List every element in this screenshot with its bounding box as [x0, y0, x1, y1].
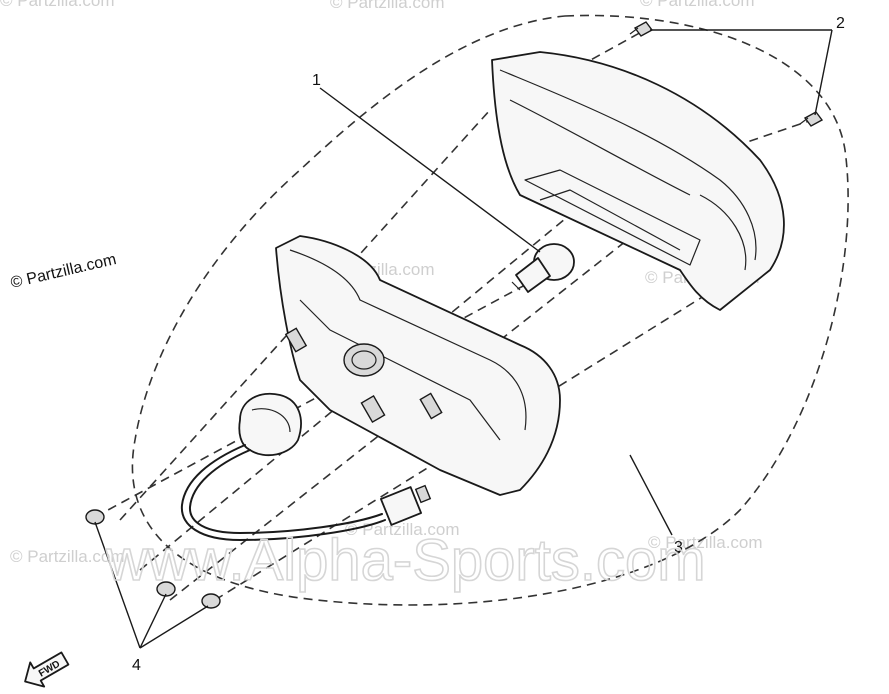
- watermark-partzilla-faint-bottom-right: © Partzilla.com: [648, 533, 763, 552]
- bulb: [511, 243, 575, 293]
- callout-1: 1: [312, 72, 321, 89]
- callout-3: 3: [674, 539, 683, 556]
- callout-4: 4: [132, 657, 141, 674]
- watermark-partzilla: © Partzilla.com: [9, 251, 118, 292]
- watermark-partzilla-faint-top-left: © Partzilla.com: [0, 0, 115, 10]
- tail-light-housing: [275, 235, 561, 496]
- watermark-partzilla-faint-top: © Partzilla.com: [330, 0, 445, 12]
- assembly-boundary-outline: [131, 14, 849, 606]
- socket-and-harness: [180, 392, 432, 541]
- watermark-partzilla-faint-top-right: © Partzilla.com: [640, 0, 755, 10]
- nuts: [85, 509, 221, 609]
- watermark-alpha-sports: www.Alpha-Sports.com: [105, 528, 706, 593]
- callout-2: 2: [836, 15, 845, 32]
- forward-direction-arrow: FWD: [24, 651, 70, 688]
- leader-lines: [94, 29, 833, 649]
- watermark-partzilla-faint-bottom-left: © Partzilla.com: [10, 547, 125, 566]
- tail-light-lens-cover: [491, 51, 785, 311]
